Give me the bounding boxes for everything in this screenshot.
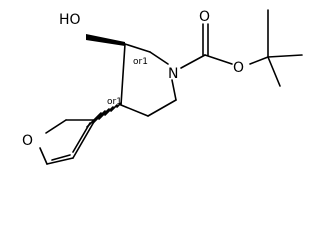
bond-furan-double-c5-c4 xyxy=(51,154,71,161)
bond-c4-c3 xyxy=(120,43,126,106)
bond-ester-o-tbu xyxy=(249,56,269,65)
molecule-diagram: HO N O O O or1 or1 xyxy=(22,9,303,165)
stereo-tags: or1 or1 xyxy=(107,57,148,107)
stereo-tag-c4: or1 xyxy=(107,97,122,107)
atom-o-furan: O xyxy=(22,133,33,149)
atom-o-carbonyl: O xyxy=(199,9,210,25)
bond-furan-o-c5 xyxy=(39,147,48,165)
bond-c6-c5 xyxy=(147,99,177,117)
atom-ho: HO xyxy=(59,12,81,28)
bond-furan-c2-o xyxy=(45,119,67,134)
bond-furan-c5-c4 xyxy=(46,157,74,165)
bond-tbu-me2 xyxy=(267,54,303,58)
bonds xyxy=(39,9,303,165)
bond-c2-n xyxy=(149,51,169,65)
bond-c3-c2 xyxy=(124,43,151,53)
wedge-c3-oh xyxy=(86,34,125,46)
bond-furan-double-c4-c3 xyxy=(72,122,91,153)
atom-labels: HO N O O O xyxy=(22,9,244,149)
bond-c5-c4 xyxy=(120,104,149,117)
bond-n-carbonyl-c xyxy=(180,54,206,69)
bond-furan-c4-c3 xyxy=(72,119,96,159)
bond-n-c6 xyxy=(171,79,177,101)
stereo-tag-c3: or1 xyxy=(133,57,148,67)
bond-tbu-me3 xyxy=(267,56,281,87)
structure-svg: HO N O O O or1 or1 xyxy=(22,9,303,165)
bond-carbonyl-ester-o xyxy=(204,54,233,65)
atom-o-ester: O xyxy=(233,60,244,76)
atom-n: N xyxy=(168,66,178,82)
